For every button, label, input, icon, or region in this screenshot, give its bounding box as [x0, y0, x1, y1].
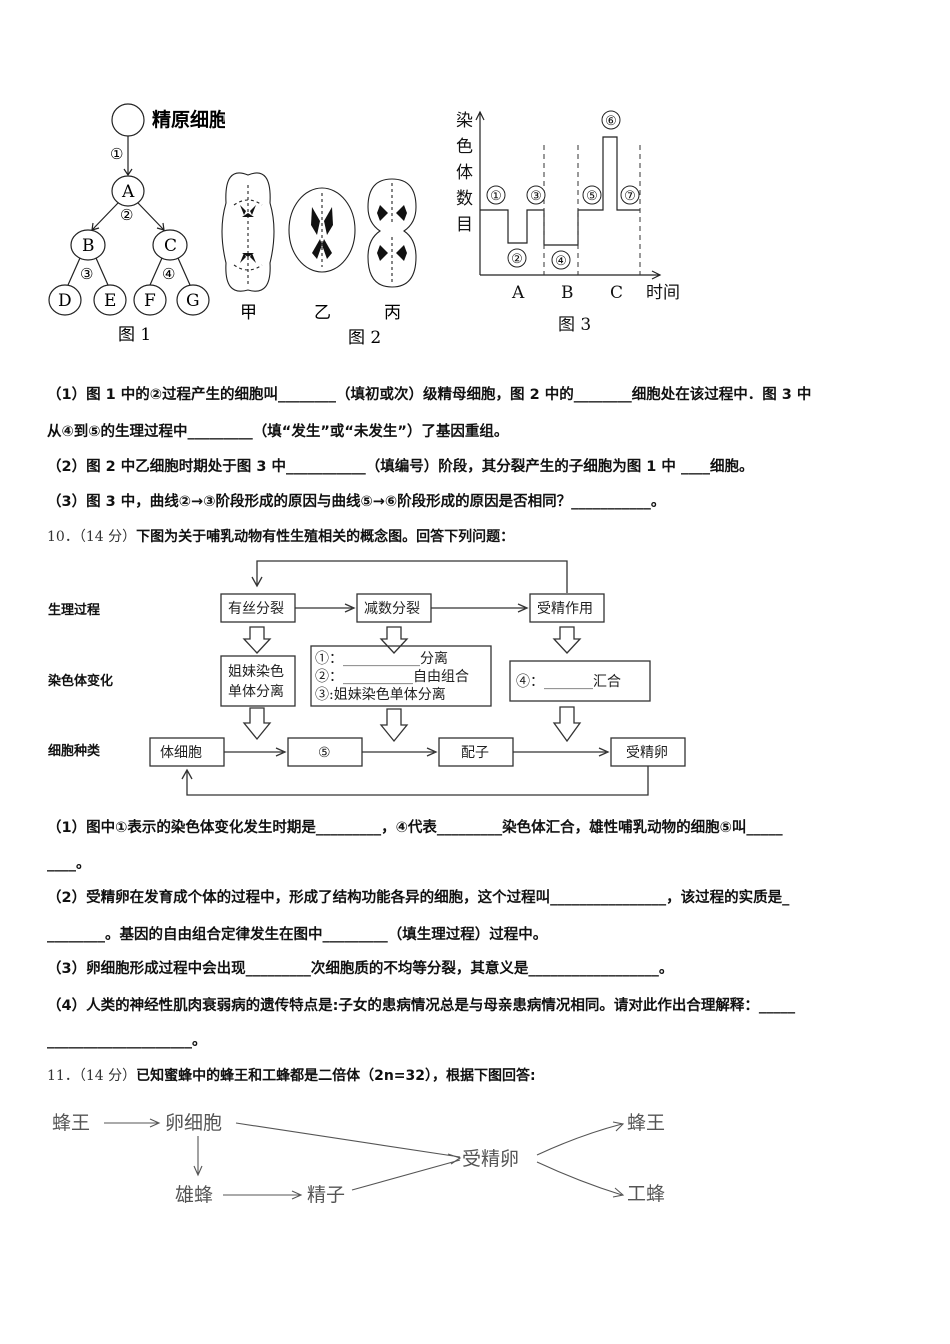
q10-cell-gamete: 配子 [461, 745, 489, 761]
q10-change-mitosis-2: 单体分离 [228, 683, 284, 700]
fig3-ylabel-1: 染 [456, 111, 473, 131]
q10-change-meiosis-2: ②：__________自由组合 [315, 669, 469, 685]
q10-row-label-process: 生理过程 [48, 602, 100, 618]
q10-concept-diagram: 生理过程 染色体变化 细胞种类 [47, 560, 686, 796]
fig1-cell-e: E [104, 291, 116, 311]
q11-bee-reproduction-diagram: 蜂王 卵细胞 雄蜂 精子 受精卵 蜂王 工蜂 [52, 1112, 665, 1206]
q10-change-mitosis-1: 姐妹染色 [228, 663, 284, 680]
fig2-label-yi: 乙 [314, 303, 331, 323]
q10-row-label-chromosome: 染色体变化 [47, 673, 113, 689]
q10-cell-5: ⑤ [318, 745, 331, 761]
q9-line-4: （3）图 3 中，曲线②→③阶段形成的原因与曲线⑤→⑥阶段形成的原因是否相同？_… [47, 494, 666, 510]
q10-process-mitosis: 有丝分裂 [228, 601, 284, 617]
fig3-marker-1: ① [490, 189, 502, 204]
fig1-cell-b: B [82, 236, 95, 256]
q11-queen-offspring: 蜂王 [627, 1112, 665, 1134]
q10-cell-zygote: 受精卵 [626, 745, 668, 761]
fig1-cell-f: F [144, 291, 156, 311]
figure-3-chromosome-number-graph: 染 色 体 数 目 ① ② ③ ④ ⑤ ⑥ ⑦ A B C 时间 [456, 110, 680, 335]
fig1-cell-g: G [186, 291, 200, 311]
fig1-top-label: 精原细胞 [152, 108, 225, 131]
q9-line-2: 从④到⑤的生理过程中_________（填“发生”或“未发生”）了基因重组。 [47, 424, 509, 440]
fig3-ylabel-2: 色 [456, 137, 473, 157]
fig2-label-jia: 甲 [240, 303, 257, 323]
q10-line-5: （3）卵细胞形成过程中会出现_________次细胞质的不均等分裂，其意义是__… [47, 961, 674, 977]
q10-process-fertilization: 受精作用 [537, 601, 593, 617]
fig3-ylabel-5: 目 [456, 215, 473, 235]
q11-egg: 卵细胞 [165, 1112, 222, 1134]
fig2-label-bing: 丙 [384, 303, 401, 323]
figure-1-spermatogenesis-tree: 精原细胞 ① A ② B C ③ ④ D E F G 图 1 [48, 103, 225, 345]
fig1-process-1: ① [110, 145, 123, 163]
fig3-marker-3: ③ [530, 189, 542, 204]
q9-line-3: （2）图 2 中乙细胞时期处于图 3 中___________（填编号）阶段，其… [47, 459, 754, 475]
q11-queen: 蜂王 [52, 1112, 90, 1134]
fig3-ylabel-3: 体 [456, 163, 473, 183]
fig3-marker-2: ② [511, 252, 523, 267]
fig3-marker-4: ④ [555, 254, 567, 269]
fig3-caption: 图 3 [558, 315, 591, 335]
figure-2-cell-division: 甲 乙 丙 图 2 [221, 172, 417, 348]
q10-change-fertilization: ④：_______汇合 [516, 674, 621, 690]
q11-text: 已知蜜蜂中的蜂王和工蜂都是二倍体（2n=32），根据下图回答: [136, 1068, 536, 1084]
fig3-xlabel: 时间 [646, 283, 680, 303]
q9-line-1: （1）图 1 中的②过程产生的细胞叫________（填初或次）级精母细胞，图 … [47, 387, 812, 403]
q10-number: 10．（14 分） [47, 529, 137, 545]
fig1-cell-d: D [58, 291, 72, 311]
q10-line-6: （4）人类的神经性肌肉衰弱病的遗传特点是:子女的患病情况总是与母亲患病情况相同。… [47, 998, 796, 1014]
fig1-cell-a: A [121, 182, 135, 202]
q10-line-4: ________。基因的自由组合定律发生在图中_________（填生理过程）过… [47, 927, 548, 943]
q11-zygote: 受精卵 [462, 1148, 519, 1170]
fig3-tick-c: C [610, 283, 623, 303]
fig1-process-4: ④ [162, 265, 175, 283]
fig1-process-2: ② [120, 206, 133, 224]
q10-heading: 10．（14 分）下图为关于哺乳动物有性生殖相关的概念图。回答下列问题： [47, 527, 514, 547]
q10-cell-somatic: 体细胞 [160, 745, 202, 761]
q10-line-7: ____________________。 [47, 1033, 207, 1049]
fig3-ylabel-4: 数 [456, 189, 473, 209]
q10-line-1: （1）图中①表示的染色体变化发生时期是_________，④代表________… [47, 820, 783, 836]
q11-worker: 工蜂 [627, 1183, 665, 1205]
fig3-marker-6: ⑥ [605, 114, 617, 129]
q10-change-meiosis-3: ③:姐妹染色单体分离 [315, 686, 446, 703]
q10-line-2: ____。 [47, 856, 91, 872]
fig1-caption: 图 1 [118, 325, 151, 345]
q10-process-meiosis: 减数分裂 [364, 601, 420, 617]
q11-sperm: 精子 [307, 1184, 345, 1206]
fig1-cell-c: C [164, 236, 177, 256]
q10-text: 下图为关于哺乳动物有性生殖相关的概念图。回答下列问题： [136, 529, 515, 545]
fig3-tick-b: B [561, 283, 574, 303]
fig3-marker-5: ⑤ [586, 189, 598, 204]
fig3-tick-a: A [511, 283, 525, 303]
fig3-marker-7: ⑦ [624, 189, 636, 204]
q11-heading: 11．（14 分）已知蜜蜂中的蜂王和工蜂都是二倍体（2n=32），根据下图回答: [47, 1066, 536, 1086]
fig2-caption: 图 2 [348, 328, 381, 348]
q10-row-label-cell-type: 细胞种类 [48, 743, 101, 759]
q11-number: 11．（14 分） [47, 1068, 137, 1084]
fig1-process-3: ③ [80, 265, 93, 283]
q10-change-meiosis-1: ①：___________分离 [315, 650, 448, 667]
q10-line-3: （2）受精卵在发育成个体的过程中，形成了结构功能各异的细胞，这个过程叫_____… [47, 890, 790, 906]
q11-drone: 雄蜂 [175, 1184, 213, 1206]
